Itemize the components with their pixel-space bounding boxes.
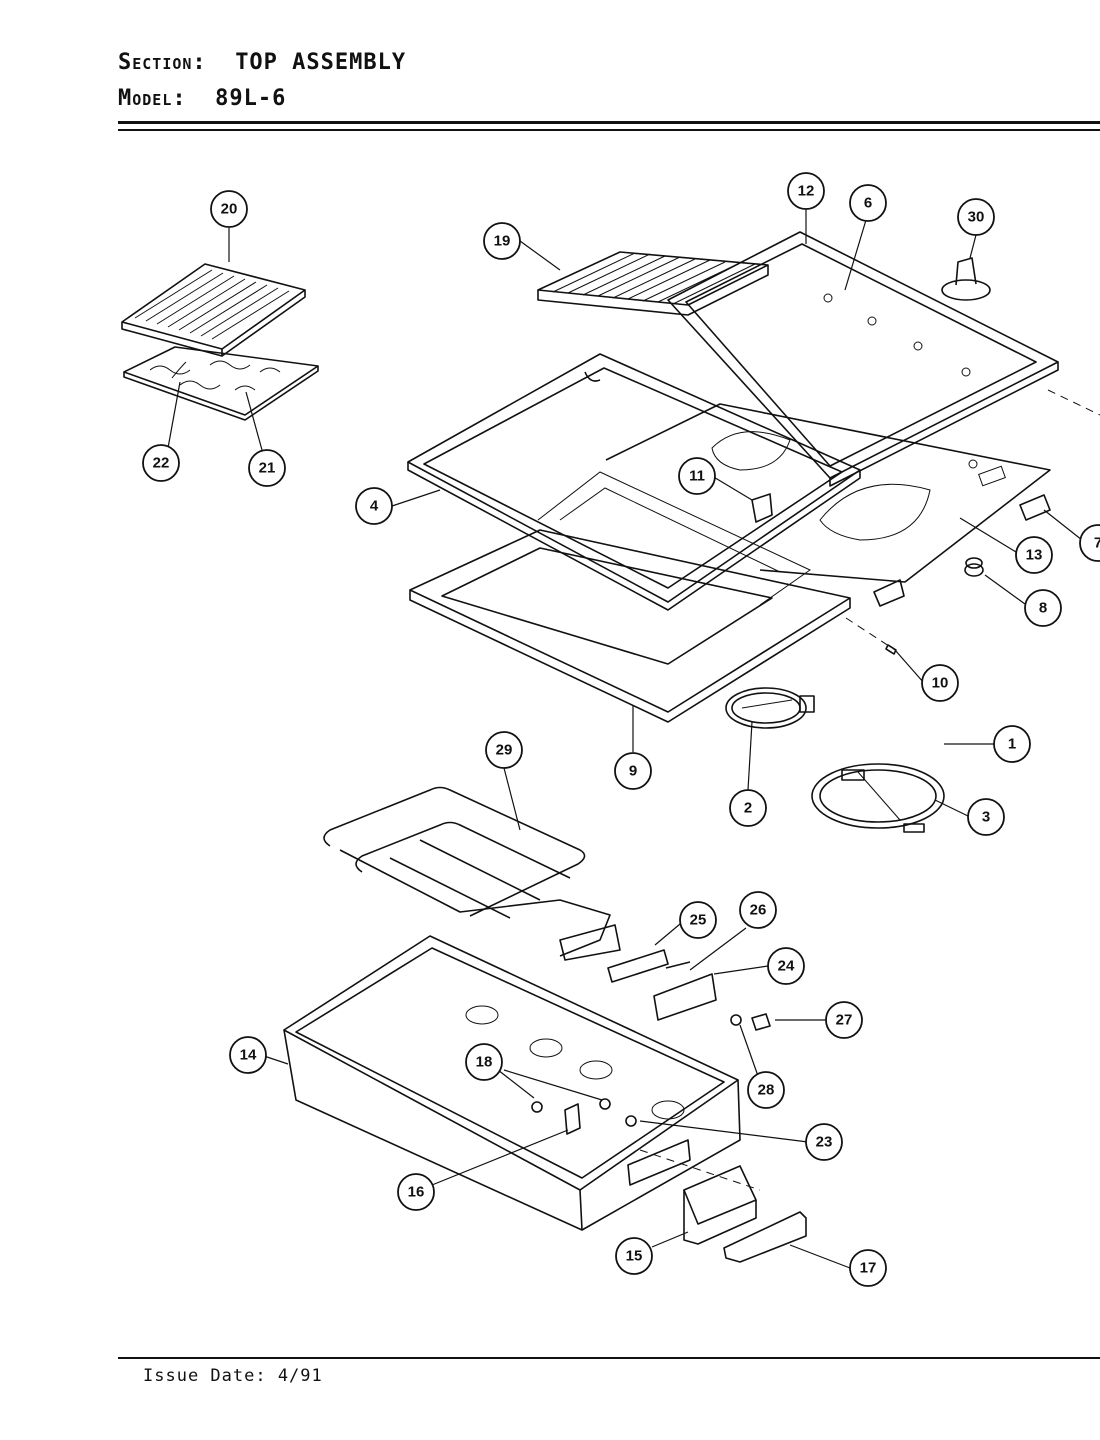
control-clip-part <box>751 493 773 523</box>
svg-text:4: 4 <box>370 498 379 515</box>
callout-26: 26 <box>739 891 777 929</box>
callout-25: 25 <box>679 901 717 939</box>
callout-2: 2 <box>729 789 767 827</box>
callout-20: 20 <box>210 190 248 228</box>
svg-text:14: 14 <box>240 1047 257 1064</box>
heat-shield-part <box>605 403 1051 583</box>
svg-text:22: 22 <box>153 455 170 472</box>
callout-28: 28 <box>747 1071 785 1109</box>
cooktop-base-part <box>409 529 851 723</box>
model-value: 89L-6 <box>215 86 287 111</box>
callout-11: 11 <box>678 457 716 495</box>
callout-8: 8 <box>1024 589 1062 627</box>
section-heading: Section: TOP ASSEMBLY <box>118 50 406 75</box>
svg-text:26: 26 <box>750 902 767 919</box>
small-element-part <box>725 687 815 729</box>
callout-7: 7 <box>1079 524 1100 562</box>
header-rule-secondary <box>118 129 1100 131</box>
svg-text:2: 2 <box>744 800 752 817</box>
callout-6: 6 <box>849 184 887 222</box>
callout-30: 30 <box>957 198 995 236</box>
callout-23: 23 <box>805 1123 843 1161</box>
callout-9: 9 <box>614 752 652 790</box>
vent-grille-part <box>537 251 769 316</box>
callout-29: 29 <box>485 731 523 769</box>
svg-text:12: 12 <box>798 183 815 200</box>
cooktop-panel-part <box>667 231 1059 487</box>
svg-text:9: 9 <box>629 763 637 780</box>
button-plug-part <box>964 557 984 577</box>
header-rule <box>118 121 1100 124</box>
callout-1: 1 <box>993 725 1031 763</box>
svg-text:24: 24 <box>778 958 795 975</box>
footer-rule <box>118 1357 1100 1359</box>
burner-box-part <box>283 935 741 1231</box>
grill-element-part <box>323 786 621 961</box>
section-label: Section: <box>118 50 207 75</box>
svg-text:30: 30 <box>968 209 985 226</box>
grill-liner-part <box>123 346 319 421</box>
svg-text:21: 21 <box>259 460 276 477</box>
callout-24: 24 <box>767 947 805 985</box>
svg-text:17: 17 <box>860 1260 877 1277</box>
terminal-block-part <box>607 949 771 1031</box>
callout-18: 18 <box>465 1043 503 1081</box>
svg-text:11: 11 <box>689 468 705 485</box>
svg-text:18: 18 <box>476 1054 493 1071</box>
mounting-clip-part <box>873 494 1051 607</box>
callout-22: 22 <box>142 444 180 482</box>
top-frame-part <box>407 353 861 611</box>
callout-27: 27 <box>825 1001 863 1039</box>
model-label: Model: <box>118 86 187 111</box>
section-value: TOP ASSEMBLY <box>235 50 407 75</box>
callout-12: 12 <box>787 172 825 210</box>
grill-grate-part <box>121 263 306 357</box>
svg-text:16: 16 <box>408 1184 425 1201</box>
callout-15: 15 <box>615 1237 653 1275</box>
callout-13: 13 <box>1015 536 1053 574</box>
model-heading: Model: 89L-6 <box>118 86 286 111</box>
callout-3: 3 <box>967 798 1005 836</box>
svg-text:15: 15 <box>626 1248 643 1265</box>
issue-date: Issue Date: 4/91 <box>143 1366 323 1386</box>
svg-text:7: 7 <box>1094 535 1100 552</box>
callout-10: 10 <box>921 664 959 702</box>
callout-19: 19 <box>483 222 521 260</box>
svg-text:1: 1 <box>1008 736 1016 753</box>
svg-text:28: 28 <box>758 1082 775 1099</box>
fastener-part <box>531 1098 637 1135</box>
svg-text:20: 20 <box>221 201 238 218</box>
svg-text:6: 6 <box>864 195 872 212</box>
svg-text:13: 13 <box>1026 547 1043 564</box>
svg-text:25: 25 <box>690 912 707 929</box>
svg-text:19: 19 <box>494 233 511 250</box>
svg-text:29: 29 <box>496 742 513 759</box>
large-element-part <box>811 763 945 833</box>
callout-17: 17 <box>849 1249 887 1287</box>
svg-text:3: 3 <box>982 809 990 826</box>
callout-16: 16 <box>397 1173 435 1211</box>
callout-14: 14 <box>229 1036 267 1074</box>
switch-box-part <box>683 1165 807 1263</box>
control-knob-part <box>941 257 991 301</box>
svg-text:27: 27 <box>836 1012 853 1029</box>
svg-text:23: 23 <box>816 1134 833 1151</box>
callout-4: 4 <box>355 487 393 525</box>
svg-text:10: 10 <box>932 675 949 692</box>
svg-text:8: 8 <box>1039 600 1047 617</box>
callout-21: 21 <box>248 449 286 487</box>
